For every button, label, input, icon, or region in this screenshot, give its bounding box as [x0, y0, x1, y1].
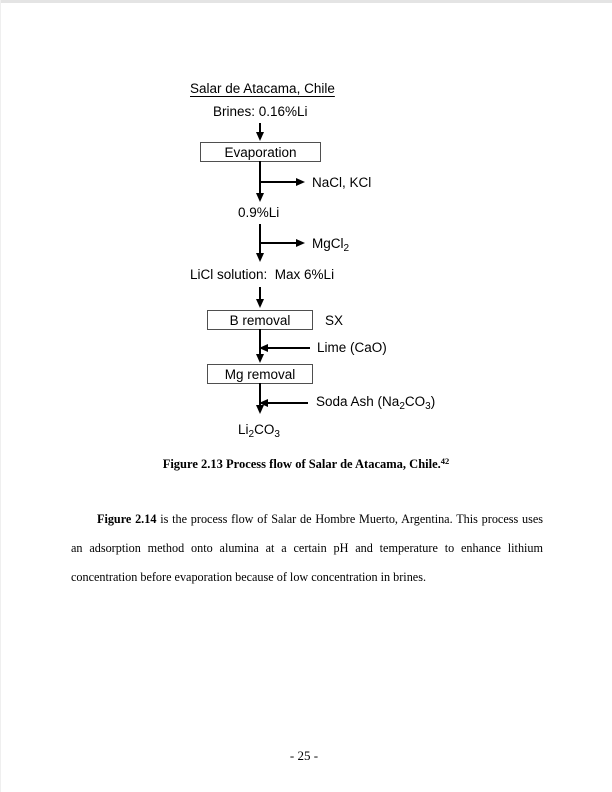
b-removal-box: B removal [207, 310, 313, 330]
mgcl2-label: MgCl2 [312, 236, 350, 254]
arrow-down-to-licl [255, 253, 264, 262]
soda-ash-label: Soda Ash (Na2CO3) [316, 394, 436, 412]
arrow-left-soda-ash [259, 398, 268, 407]
branch-line-lime [266, 346, 310, 350]
evaporation-box: Evaporation [200, 142, 321, 162]
arrow-down-to-li2co3 [255, 405, 264, 414]
arrow-down-to-b-removal [255, 299, 264, 308]
arrow-right-nacl-kcl [296, 177, 305, 186]
arrow-down-to-mg-removal [255, 354, 264, 363]
branch-line-soda-ash [266, 401, 308, 405]
citation-superscript: 42 [440, 456, 450, 466]
paragraph-line-2: an adsorption method onto alumina at a c… [71, 541, 543, 555]
mg-removal-box-label: Mg removal [224, 366, 296, 382]
figure-214-reference: Figure 2.14 [97, 512, 157, 526]
b-removal-box-label: B removal [229, 312, 291, 328]
page-top-edge [0, 0, 612, 3]
paragraph-line-3: concentration before evaporation because… [71, 570, 426, 584]
arrow-right-mgcl2 [296, 238, 305, 247]
lime-label: Lime (CaO) [317, 340, 387, 355]
process-flow-diagram: Salar de Atacama, Chile Brines: 0.16%Li … [190, 81, 436, 440]
page-number: - 25 - [289, 748, 319, 763]
arrow-left-lime [259, 343, 268, 352]
flow-line-licl-down [258, 287, 262, 300]
flow-line-mgremoval-down [258, 383, 262, 406]
diagram-title: Salar de Atacama, Chile [190, 81, 335, 96]
arrow-down-to-evaporation [255, 132, 264, 141]
li2co3-label: Li2CO3 [238, 422, 280, 440]
figure-caption-row: Figure 2.13 Process flow of Salar de Ata… [0, 455, 612, 473]
flow-line-evaporation-down [258, 161, 262, 194]
evaporation-box-label: Evaporation [224, 144, 297, 160]
arrow-down-to-09li [255, 193, 264, 202]
flow-line-bremoval-down [258, 329, 262, 355]
body-paragraph: Figure 2.14 is the process flow of Salar… [71, 505, 543, 592]
09li-label: 0.9%Li [238, 205, 280, 220]
flow-line-brines-evaporation [258, 123, 262, 133]
nacl-kcl-label: NaCl, KCl [312, 175, 372, 190]
sx-label: SX [325, 313, 344, 328]
licl-solution-label: LiCl solution: Max 6%Li [190, 267, 335, 282]
page-left-edge [0, 0, 1, 792]
branch-line-nacl-kcl [259, 180, 297, 184]
mg-removal-box: Mg removal [207, 364, 313, 384]
paragraph-line-1: Figure 2.14 is the process flow of Salar… [97, 512, 543, 526]
figure-caption: Figure 2.13 Process flow of Salar de Ata… [162, 456, 450, 471]
branch-line-mgcl2 [259, 241, 297, 245]
brines-label: Brines: 0.16%Li [213, 104, 308, 119]
flow-line-09li-down [258, 224, 262, 254]
